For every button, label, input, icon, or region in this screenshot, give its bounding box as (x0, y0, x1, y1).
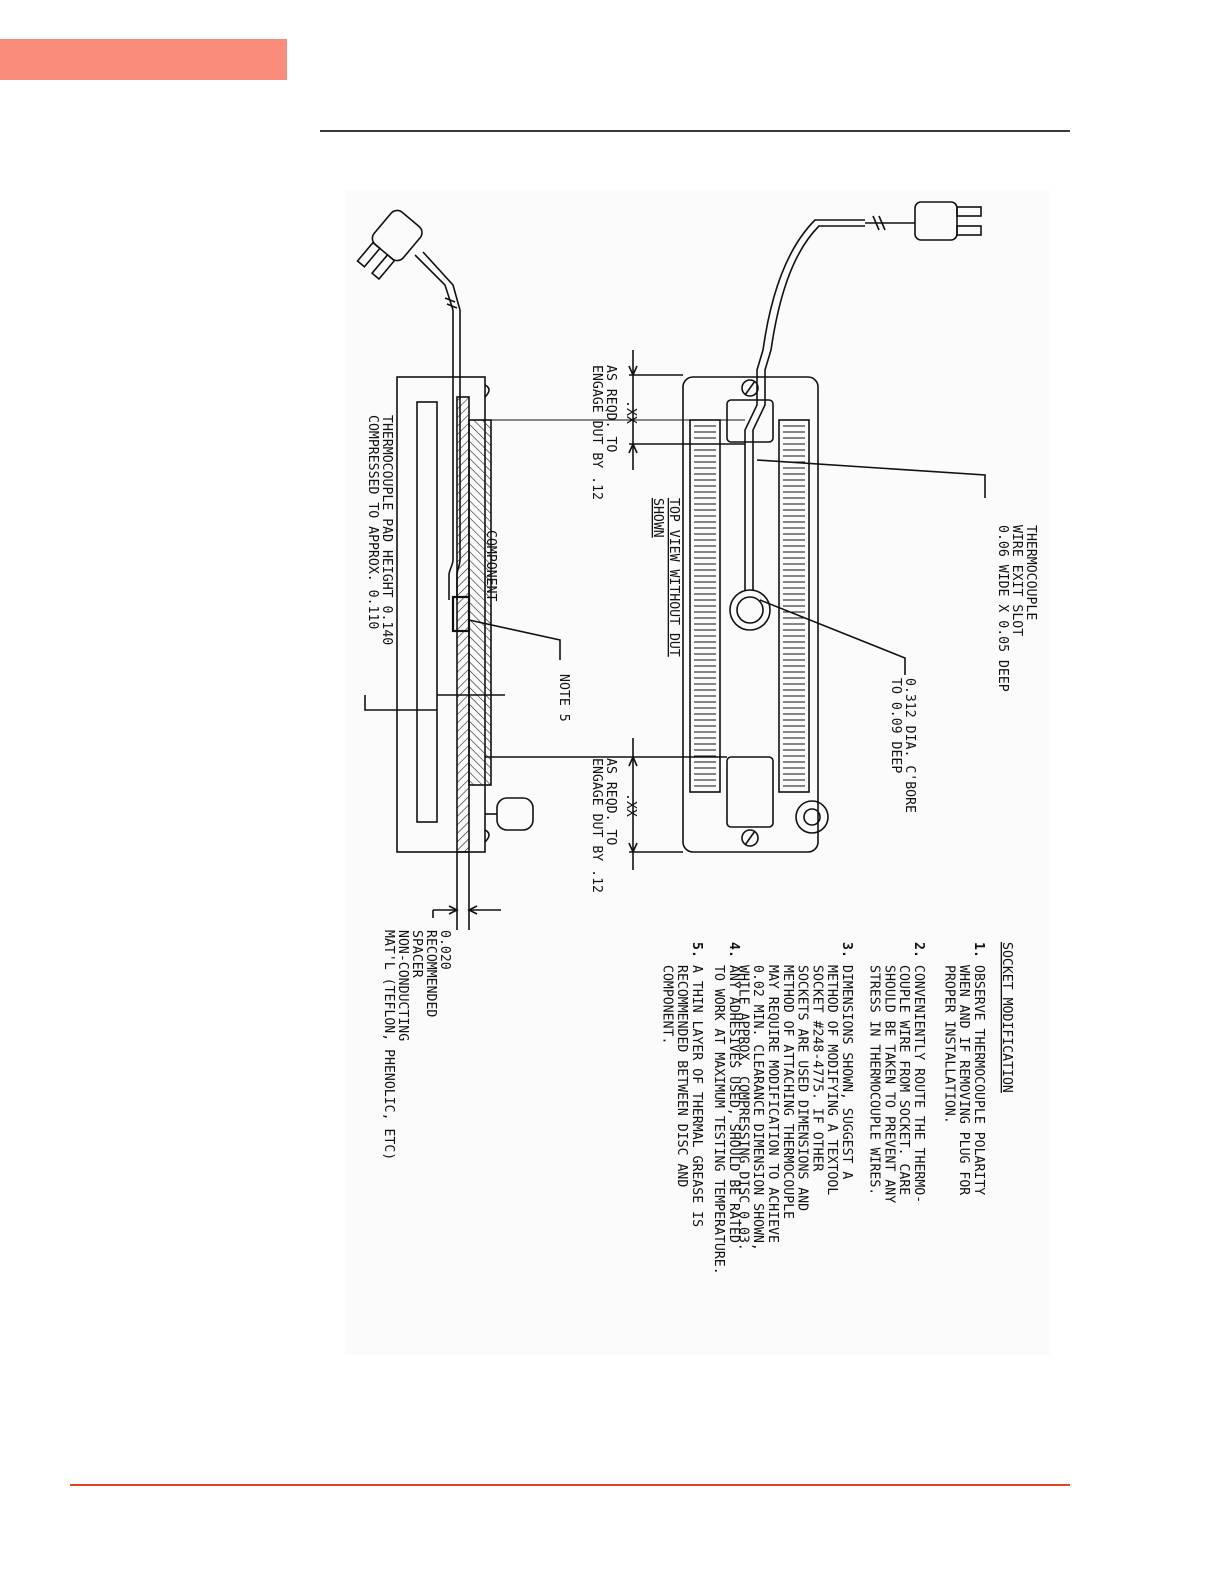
leader-cbore (759, 599, 906, 675)
note-item-2-line: COUPLE WIRE FROM SOCKET. CARE (896, 965, 911, 1195)
note-item-2: CONVENIENTLY ROUTE THE THERMO-COUPLE WIR… (867, 965, 926, 1203)
note-number: 2. (911, 942, 926, 958)
note-item-2-line: CONVENIENTLY ROUTE THE THERMO- (911, 965, 926, 1203)
engage-bottom-dim: .XX (623, 793, 638, 817)
tc-slot-label-line: 0.06 WIDE X 0.05 DEEP (995, 525, 1010, 692)
engage-bottom-label-line: ENGAGE DUT BY .12 (589, 758, 604, 893)
thermocouple-wire-side (448, 310, 454, 600)
spacer-label-line: MAT'L (TEFLON, PHENOLIC, ETC) (381, 930, 396, 1160)
spacer-label: 0.020RECOMMENDEDSPACERNON-CONDUCTINGMAT'… (381, 930, 452, 1160)
spacer-label-line: SPACER (409, 930, 424, 978)
section-lid (468, 419, 492, 786)
note-number: 1. (971, 942, 986, 958)
note-item-5: A THIN LAYER OF THERMAL GREASE ISRECOMME… (659, 965, 704, 1227)
footer-rule (70, 1484, 1070, 1486)
note-item-1-line: WHEN AND IF REMOVING PLUG FOR (956, 965, 971, 1195)
note-item-3-line: DIMENSIONS SHOWN, SUGGEST A (839, 965, 854, 1179)
note-item-5-line: A THIN LAYER OF THERMAL GREASE IS (689, 965, 704, 1227)
leader-tc-slot (756, 459, 986, 498)
header-tab (0, 39, 287, 80)
note-item-3-line: 0.02 MIN. CLEARANCE DIMENSION SHOWN, (750, 965, 765, 1251)
tc-slot-label-line: WIRE EXIT SLOT (1009, 525, 1024, 636)
thermocouple-plug-side (371, 209, 423, 262)
top-view-label-line: SHOWN (650, 498, 665, 538)
section-base-plate (456, 396, 470, 853)
socket-body (682, 376, 819, 853)
header-rule (320, 130, 1070, 132)
note-item-3-line: METHOD OF ATTACHING THERMOCOUPLE (780, 965, 795, 1219)
pin-row-right-ticks (783, 425, 805, 787)
note-item-4-line: TO WORK AT MAXIMUM TESTING TEMPERATURE. (711, 965, 726, 1275)
latch-knob (496, 797, 534, 831)
note-item-3-line: SOCKETS ARE USED DIMENSIONS AND (795, 965, 810, 1211)
leader-pad-height (364, 695, 437, 711)
engage-bottom-label-line: AS REQD. TO (603, 758, 618, 845)
note-number: 5. (689, 942, 704, 958)
spacer-label-line: NON-CONDUCTING (395, 930, 410, 1041)
note-item-1-line: PROPER INSTALLATION. (941, 965, 956, 1124)
note-item-4-line: ANY ADHESIVES USED, SHOULD BE RATED (726, 965, 741, 1243)
note-item-5-line: COMPONENT. (659, 965, 674, 1044)
pad-height-label: THERMOCOUPLE PAD HEIGHT 0.140COMPRESSED … (365, 415, 394, 645)
socket-end-block-bottom (726, 756, 774, 828)
note-item-5-line: RECOMMENDED BETWEEN DISC AND (674, 965, 689, 1187)
component-label-line: COMPONENT (483, 530, 498, 602)
cbore-label-line: TO 0.09 DEEP (888, 678, 903, 773)
engage-bottom-dim-line: .XX (623, 793, 638, 817)
note-item-2-line: SHOULD BE TAKEN TO PREVENT ANY (881, 965, 896, 1203)
engage-top-dim-line: .XX (623, 400, 638, 424)
engage-top-label-line: AS REQD. TO (603, 365, 618, 452)
notes-title: SOCKET MODIFICATION (999, 942, 1014, 1093)
note-number-text: 2. (911, 942, 926, 958)
pin-row-left-ticks (694, 425, 716, 787)
spacer-label-line: 0.020 (437, 930, 452, 970)
note-number-text: 5. (689, 942, 704, 958)
note-item-3-line: WHILE APPROX. COMPRESSING DISC 0.03. (735, 965, 750, 1251)
note-item-2-line: STRESS IN THERMOCOUPLE WIRES. (867, 965, 882, 1195)
leader-note5 (468, 619, 561, 660)
note-number-text: 3. (839, 942, 854, 958)
note-item-1-line: OBSERVE THERMOCOUPLE POLARITY (971, 965, 986, 1195)
component-label: COMPONENT (483, 530, 498, 602)
note-number: 3. (839, 942, 854, 958)
note-number-text: 1. (971, 942, 986, 958)
thermocouple-wire-top (744, 219, 865, 591)
section-pad (416, 401, 438, 823)
top-view-label-line: TOP VIEW WITHOUT DUT (666, 498, 681, 657)
thermocouple-plug-top (914, 201, 958, 241)
screw-bottom (741, 829, 759, 847)
note-number: 4. (726, 942, 741, 958)
notes-title-line: SOCKET MODIFICATION (999, 942, 1014, 1093)
pin-row-right (778, 419, 810, 793)
tc-slot-label-line: THERMOCOUPLE (1023, 525, 1038, 620)
note-item-3-line: SOCKET #248-4775. IF OTHER (809, 965, 824, 1171)
spacer-label-line: RECOMMENDED (423, 930, 438, 1017)
socket-ring (795, 800, 829, 834)
pad-height-label-line: COMPRESSED TO APPROX. 0.110 (365, 415, 380, 629)
engage-top-label-line: ENGAGE DUT BY .12 (589, 365, 604, 500)
cbore-label-line: 0.312 DIA. C'BORE (902, 678, 917, 813)
screw-top (741, 379, 759, 397)
note-number-text: 4. (726, 942, 741, 958)
note-item-3-line: METHOD OF MODIFYING A TEXTOOL (824, 965, 839, 1195)
pad-height-label-line: THERMOCOUPLE PAD HEIGHT 0.140 (379, 415, 394, 645)
engage-top-dim: .XX (623, 400, 638, 424)
component-disc (451, 595, 471, 633)
note5-label-line: NOTE 5 (556, 674, 571, 722)
counterbore-inner (736, 596, 764, 624)
note5-label: NOTE 5 (556, 674, 571, 722)
counterbore-outer (729, 589, 771, 631)
socket-end-block-top (726, 399, 774, 443)
note-item-3-line: MAY REQUIRE MODIFICATION TO ACHIEVE (765, 965, 780, 1243)
